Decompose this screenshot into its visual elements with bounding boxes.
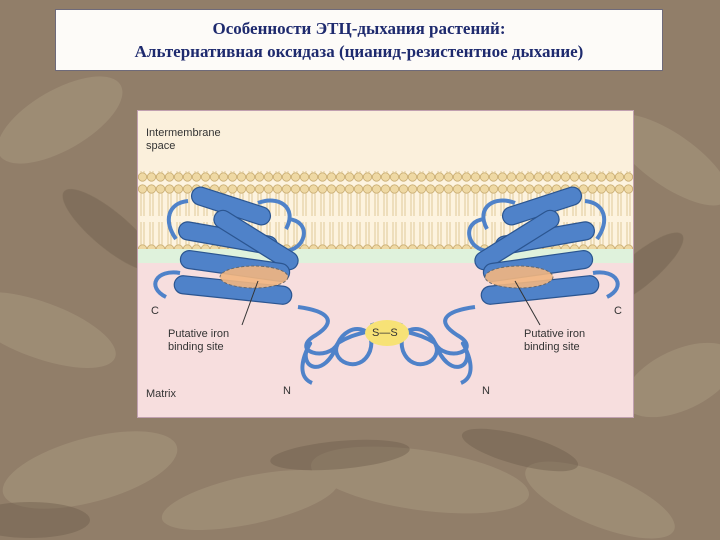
right-helix-3 xyxy=(474,209,560,271)
left-c-terminus-label: C xyxy=(151,305,159,317)
left-iron-binding-site xyxy=(219,265,289,289)
intermembrane-space-region xyxy=(138,111,633,171)
right-iron-binding-site xyxy=(484,265,554,289)
right-c-terminus-label: C xyxy=(614,305,622,317)
left-iron-site-label: Putative iron binding site xyxy=(168,328,229,354)
right-iron-site-label: Putative iron binding site xyxy=(524,328,585,354)
left-site-label-line1: Putative iron xyxy=(168,328,230,340)
left-aox-subunit xyxy=(153,186,375,385)
slide-title-box: Особенности ЭТЦ-дыхания растений: Альтер… xyxy=(55,9,663,71)
intermembrane-label-line2: space xyxy=(146,140,176,152)
membrane-diagram xyxy=(138,111,633,417)
left-site-label-line2: binding site xyxy=(168,341,224,353)
right-site-label-line2: binding site xyxy=(524,341,580,353)
slide-title-line1: Особенности ЭТЦ-дыхания растений: xyxy=(212,19,506,38)
aox-membrane-figure: Intermembrane space Matrix Putative iron… xyxy=(137,110,634,418)
intermembrane-label-line1: Intermembrane xyxy=(146,127,221,139)
right-aox-subunit xyxy=(398,186,620,385)
matrix-label: Matrix xyxy=(146,388,176,400)
slide-title-line2: Альтернативная оксидаза (цианид-резистен… xyxy=(134,42,584,61)
left-n-terminus-label: N xyxy=(283,385,291,397)
left-helix-3 xyxy=(213,209,299,271)
intermembrane-space-label: Intermembrane space xyxy=(146,127,221,153)
left-site-leader-line xyxy=(241,280,259,326)
disulfide-label: S—S xyxy=(372,327,398,339)
right-site-leader-line xyxy=(514,280,541,326)
right-n-terminus-label: N xyxy=(482,385,490,397)
right-site-label-line1: Putative iron xyxy=(524,328,586,340)
disulfide-bridge-highlight xyxy=(365,320,409,346)
